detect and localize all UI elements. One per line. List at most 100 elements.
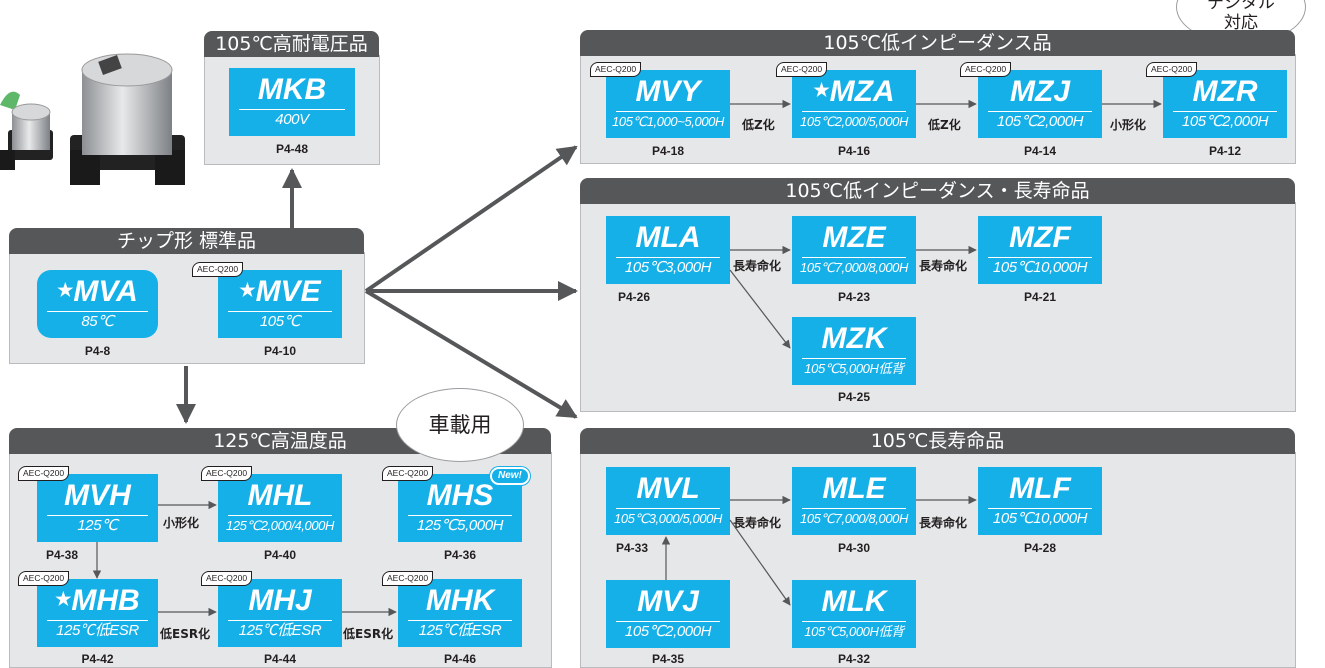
page-ref-mzk: P4-25	[837, 390, 871, 404]
aec-q200-badge: AEC-Q200	[590, 62, 642, 77]
page-ref-mzj: P4-14	[1023, 144, 1057, 158]
product-mvl[interactable]: MVL 105℃3,000/5,000H	[606, 467, 730, 535]
aec-q200-badge: AEC-Q200	[382, 466, 434, 481]
product-mza-sub: 105℃2,000/5,000H	[800, 114, 908, 129]
product-mve[interactable]: ★MVE 105℃	[218, 270, 342, 338]
page-ref-mhs: P4-36	[443, 548, 477, 562]
page-ref-mhl: P4-40	[263, 548, 297, 562]
product-mzf-sub: 105℃10,000H	[992, 259, 1088, 276]
product-mlk[interactable]: MLK 105℃5,000H低背	[792, 580, 916, 648]
product-mhj[interactable]: MHJ 125℃低ESR	[218, 579, 342, 647]
page-ref-mve: P4-10	[263, 344, 297, 358]
new-badge: New!	[490, 467, 530, 485]
product-mhb[interactable]: ★MHB 125℃低ESR	[37, 579, 158, 647]
product-mza[interactable]: ★MZA 105℃2,000/5,000H	[792, 70, 916, 138]
group-long-life-title: 105℃長寿命品	[580, 428, 1295, 454]
product-mhs-name: MHS	[426, 479, 494, 512]
product-mhb-name: MHB	[71, 584, 140, 617]
product-mze-name: MZE	[822, 221, 886, 254]
page-ref-mla: P4-26	[617, 290, 651, 304]
product-mhk-sub: 125℃低ESR	[418, 622, 502, 639]
page-ref-mhj: P4-44	[263, 652, 297, 666]
digital-bubble-line2: 対応	[1224, 13, 1258, 33]
product-mhs[interactable]: MHS 125℃5,000H	[398, 474, 522, 542]
page-ref-mle: P4-30	[837, 541, 871, 555]
product-mla-sub: 105℃3,000H	[624, 259, 712, 276]
page-ref-mvy: P4-18	[651, 144, 685, 158]
page-ref-mhk: P4-46	[443, 652, 477, 666]
aec-q200-badge: AEC-Q200	[18, 571, 70, 586]
product-mvj[interactable]: MVJ 105℃2,000H	[606, 580, 730, 648]
product-mvy-sub: 105℃1,000~5,000H	[612, 114, 724, 129]
aec-q200-badge: AEC-Q200	[18, 466, 70, 481]
star-icon: ★	[239, 280, 256, 300]
product-mzk-name: MZK	[821, 322, 887, 355]
product-mzk[interactable]: MZK 105℃5,000H低背	[792, 317, 916, 385]
product-mla[interactable]: MLA 105℃3,000H	[606, 216, 730, 284]
product-mhl-sub: 125℃2,000/4,000H	[226, 518, 334, 533]
product-mle-name: MLE	[822, 472, 886, 505]
product-mlf-name: MLF	[1009, 472, 1071, 505]
product-mle[interactable]: MLE 105℃7,000/8,000H	[792, 467, 916, 535]
product-mzk-sub: 105℃5,000H低背	[804, 361, 904, 376]
page-ref-mvl: P4-33	[615, 541, 649, 555]
aec-q200-badge: AEC-Q200	[201, 571, 253, 586]
digital-bubble-line1: デジタル	[1207, 0, 1275, 13]
group-high-voltage-title: 105℃高耐電圧品	[204, 31, 379, 57]
page-ref-mzf: P4-21	[1023, 290, 1057, 304]
product-mzj-name: MZJ	[1010, 75, 1070, 108]
product-mhs-sub: 125℃5,000H	[416, 517, 504, 534]
product-mzj[interactable]: MZJ 105℃2,000H	[978, 70, 1102, 138]
product-mla-name: MLA	[635, 221, 701, 254]
connector-label: 長寿命化	[919, 259, 968, 273]
product-mkb-sub: 400V	[275, 111, 309, 128]
product-mhj-sub: 125℃低ESR	[238, 622, 322, 639]
arrow-std-to-lowimp	[364, 145, 578, 293]
product-mvy[interactable]: MVY 105℃1,000~5,000H	[606, 70, 730, 138]
product-mvh[interactable]: MVH 125℃	[37, 474, 158, 542]
product-mkb-name: MKB	[257, 73, 327, 106]
product-mvl-sub: 105℃3,000/5,000H	[614, 511, 722, 526]
automotive-bubble-label: 車載用	[428, 413, 492, 437]
product-mva[interactable]: ★MVA 85℃	[37, 270, 158, 338]
page-ref-mkb: P4-48	[275, 142, 309, 156]
product-mvy-name: MVY	[635, 75, 701, 108]
group-low-impedance-title: 105℃低インピーダンス品	[580, 30, 1295, 56]
product-mhk[interactable]: MHK 125℃低ESR	[398, 579, 522, 647]
page-ref-mvh: P4-38	[45, 548, 79, 562]
aec-q200-badge: AEC-Q200	[192, 262, 244, 277]
aec-q200-badge: AEC-Q200	[201, 466, 253, 481]
product-mve-name: MVE	[255, 275, 321, 308]
product-mzf[interactable]: MZF 105℃10,000H	[978, 216, 1102, 284]
page-ref-mzr: P4-12	[1208, 144, 1242, 158]
product-mzr-name: MZR	[1192, 75, 1258, 108]
connector-label: 低Z化	[928, 118, 961, 132]
product-mzf-name: MZF	[1009, 221, 1071, 254]
product-mvl-name: MVL	[636, 472, 700, 505]
product-mkb[interactable]: MKB 400V	[229, 68, 355, 136]
product-mhk-name: MHK	[425, 584, 495, 617]
page-ref-mza: P4-16	[837, 144, 871, 158]
product-mze[interactable]: MZE 105℃7,000/8,000H	[792, 216, 916, 284]
page-ref-mva: P4-8	[84, 344, 111, 358]
product-mlf[interactable]: MLF 105℃10,000H	[978, 467, 1102, 535]
product-mhl-name: MHL	[247, 479, 313, 512]
product-mzr[interactable]: MZR 105℃2,000H	[1163, 70, 1287, 138]
star-icon: ★	[55, 589, 72, 609]
connector-label: 小形化	[1110, 118, 1147, 132]
product-mva-name: MVA	[73, 275, 138, 308]
product-mza-name: MZA	[829, 75, 895, 108]
group-standard-title: チップ形 標準品	[9, 228, 364, 254]
automotive-bubble: 車載用	[396, 388, 524, 462]
product-mva-sub: 85℃	[81, 313, 114, 330]
page-ref-mvj: P4-35	[651, 652, 685, 666]
aec-q200-badge: AEC-Q200	[1146, 62, 1198, 77]
star-icon: ★	[57, 280, 74, 300]
connector-label: 低ESR化	[160, 627, 211, 641]
page-ref-mlk: P4-32	[837, 652, 871, 666]
capacitor-photo	[0, 50, 200, 190]
product-mhb-sub: 125℃低ESR	[56, 622, 139, 639]
aec-q200-badge: AEC-Q200	[960, 62, 1012, 77]
connector-label: 長寿命化	[733, 259, 782, 273]
product-mhl[interactable]: MHL 125℃2,000/4,000H	[218, 474, 342, 542]
